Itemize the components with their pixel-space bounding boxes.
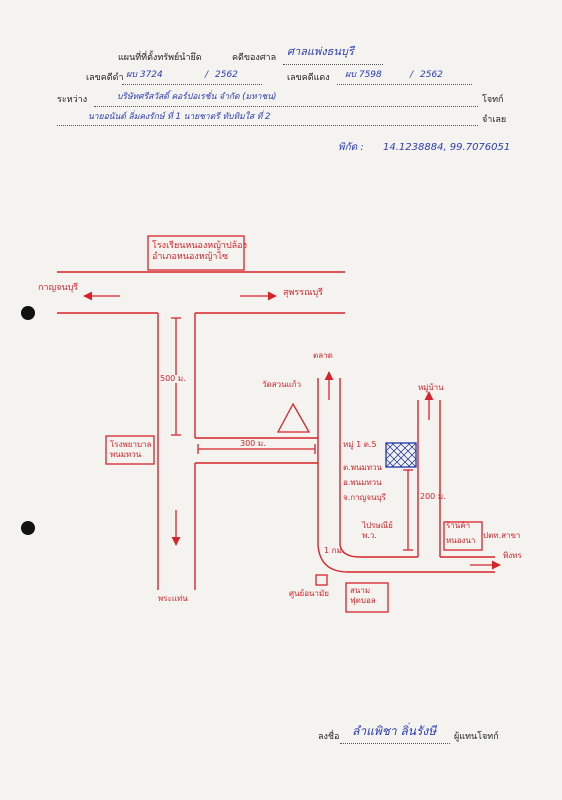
property-address-line-2: ต.พนมทวน (343, 463, 382, 472)
curve-road-outer (317, 544, 495, 573)
defendant-dotted-line (57, 125, 478, 126)
east-road-label: พิงทร (503, 551, 522, 560)
court-dotted-line (283, 64, 383, 65)
document-title: แผนที่ที่ตั้งทรัพย์นำยึด (118, 53, 202, 63)
shop-label-2: หนองนา (446, 536, 476, 545)
property-marker (385, 442, 417, 468)
red-case-label: เลขคดีแดง (287, 73, 330, 83)
school-label: โรงเรียนหนองหญ้าปล้อง อำเภอหนองหญ้าไซ (152, 241, 247, 263)
black-case-separator: / (205, 70, 209, 80)
red-case-year: 2562 (420, 70, 443, 80)
signature-label: ลงชื่อ (318, 732, 340, 742)
clinic-icon (315, 574, 328, 586)
between-label: ระหว่าง (57, 95, 88, 105)
defendant-label: จำเลย (482, 115, 507, 125)
black-case-label: เลขคดีดำ (86, 73, 124, 83)
plaintiff-dotted-line (94, 106, 478, 107)
property-address-line-4: จ.กาญจนบุรี (343, 493, 386, 502)
red-case-dotted-line (337, 84, 472, 85)
field-box (345, 582, 389, 613)
kanchanaburi-label: กาญจนบุรี (38, 283, 79, 293)
property-address-line-3: อ.พนมทวน (343, 478, 382, 487)
black-case-value: ผบ 3724 (126, 70, 163, 80)
signature-name: ลำแพิชา ลิ่นรังษี (352, 724, 437, 738)
coordinates-value: 14.1238884, 99.7076051 (383, 142, 511, 153)
school-box (147, 235, 245, 271)
hospital-label: โรงพยาบาล พนมทวน (110, 440, 152, 459)
distance-500-label: 500 ม. (160, 374, 186, 383)
defendant-value: นายอนันต์ ลิ่มคงรักษ์ ที่ 1 นายชาตรี ทับ… (88, 112, 271, 122)
signature-dotted-line (340, 743, 450, 744)
clinic-label: ศูนย์อนามัย (289, 589, 329, 598)
shop-box (443, 521, 483, 551)
plaintiff-value: บริษัทศรีสวัสดิ์ คอร์ปอเรชั่น จำกัด (มหา… (117, 92, 277, 102)
distance-200-label: 200 ม. (420, 492, 446, 501)
property-address-line-1: หมู่ 1 ต.5 (343, 440, 377, 449)
market-label: ตลาด (313, 351, 333, 360)
signature-role: ผู้แทนโจทก์ (454, 732, 499, 742)
temple-icon (276, 402, 311, 433)
punch-hole-bottom (21, 521, 35, 535)
post-office-label: ไปรษณีย์ พ.ว. (362, 521, 393, 541)
shop-label-1: ร้านค้า (446, 521, 471, 530)
shop-label-3: ปตท.สาขา (483, 531, 521, 540)
village-label: หมู่บ้าน (418, 383, 444, 392)
phra-thaen-label: พระแท่น (158, 594, 188, 603)
court-label: คดีของศาล (232, 53, 277, 63)
plaintiff-label: โจทก์ (482, 95, 504, 105)
suphanburi-label: สุพรรณบุรี (283, 288, 323, 298)
court-value: ศาลแพ่งธนบุรี (287, 45, 354, 58)
punch-hole-top (21, 306, 35, 320)
curve-road-inner (339, 544, 418, 558)
football-field-label: สนาม ฟุตบอล (350, 586, 376, 606)
distance-300-label: 300 ม. (240, 439, 266, 448)
red-case-separator: / (410, 70, 414, 80)
hospital-box (105, 435, 155, 465)
temple-label: วัดสวนแก้ว (262, 380, 302, 389)
black-case-year: 2562 (215, 70, 238, 80)
property-hatch (385, 442, 417, 468)
coordinates-label: พิกัด : (338, 142, 364, 153)
red-case-value: ผบ 7598 (345, 70, 382, 80)
distance-1km-label: 1 กม. (324, 546, 345, 555)
black-case-dotted-line (122, 84, 262, 85)
